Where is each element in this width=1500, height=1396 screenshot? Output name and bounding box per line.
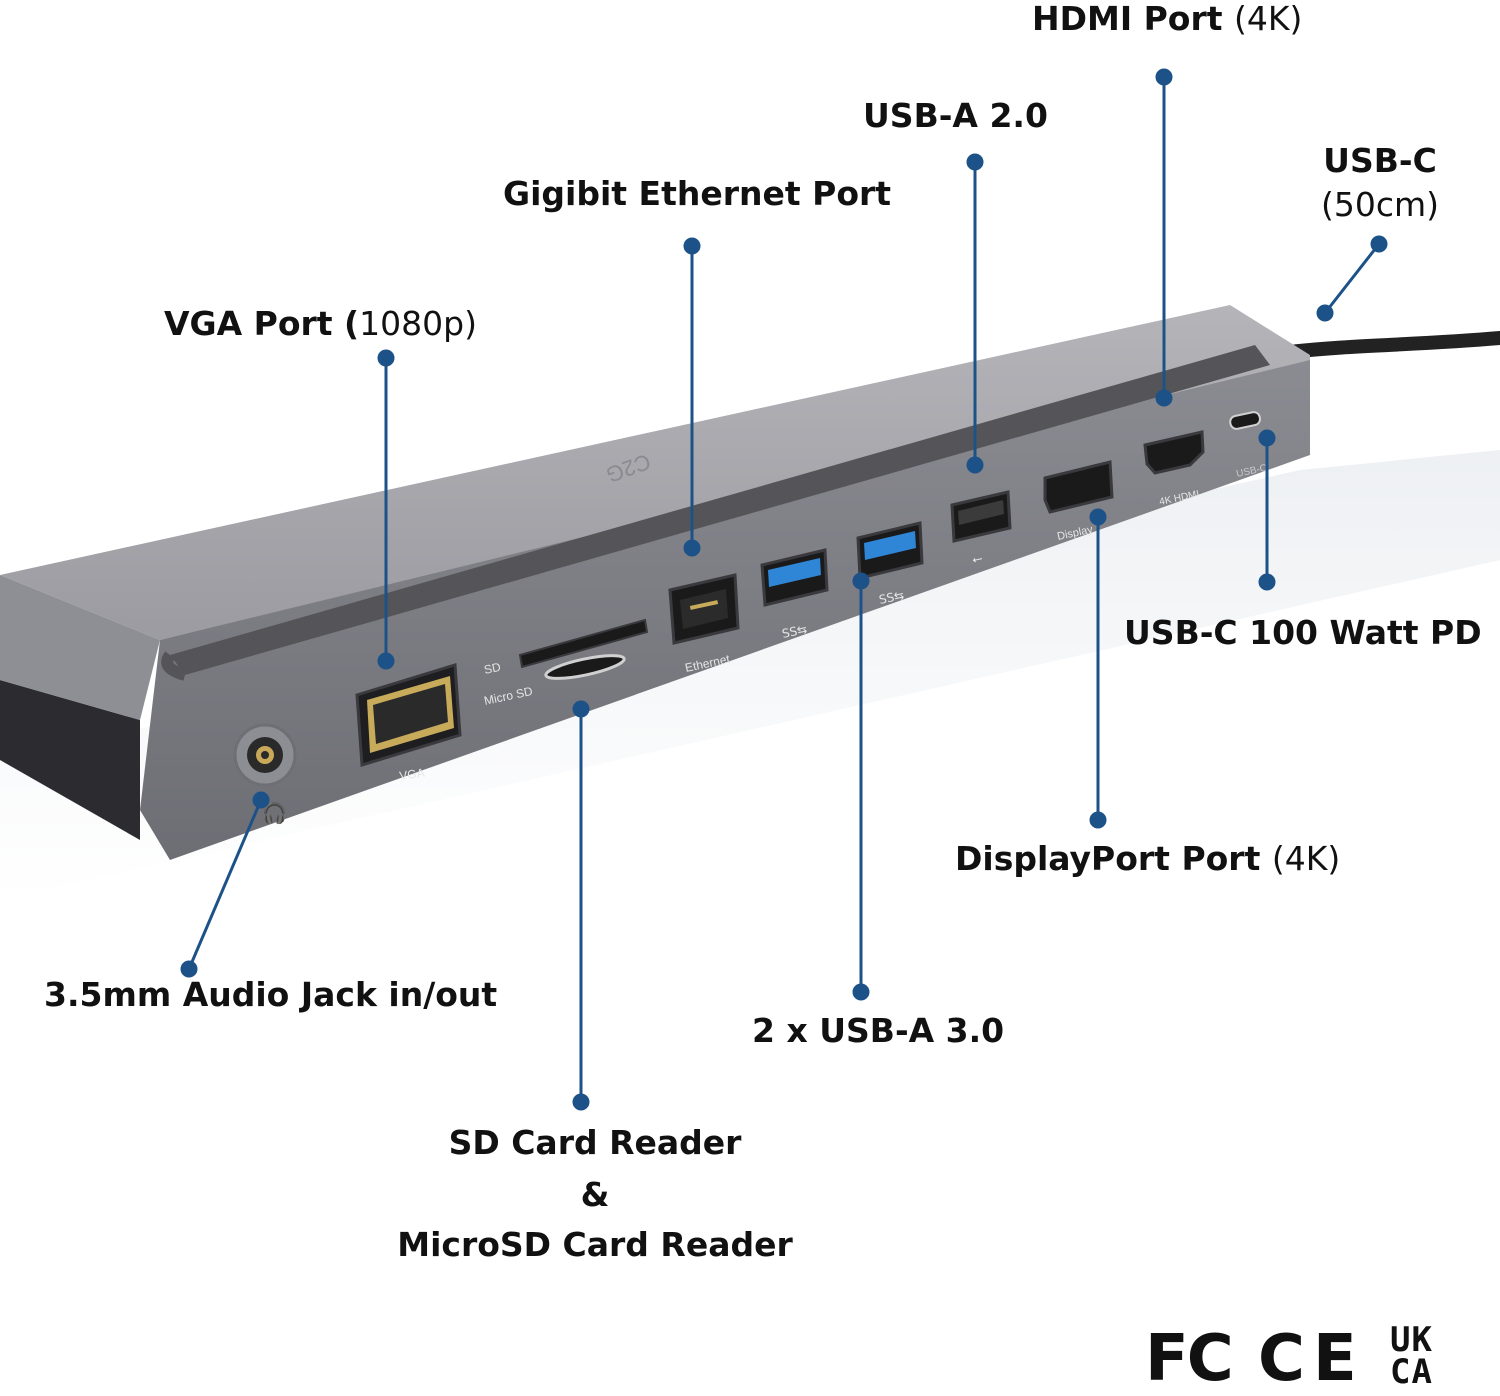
label-audio: 3.5mm Audio Jack in/out bbox=[44, 976, 497, 1014]
label-usb-c-title: USB-C bbox=[1323, 141, 1437, 180]
label-usb-a2-title: USB-A 2.0 bbox=[863, 96, 1048, 135]
label-hdmi-port: HDMI Port (4K) bbox=[1032, 0, 1302, 38]
usb-a-3-port-1 bbox=[760, 548, 829, 607]
usb-a-3-port-1-label: SS⇆ bbox=[781, 622, 809, 641]
hdmi-port bbox=[1143, 430, 1205, 475]
sd-card-slot bbox=[518, 618, 649, 669]
label-card-reader-line2: & bbox=[580, 1174, 610, 1214]
label-vga-title: VGA Port ( bbox=[164, 304, 360, 343]
dock-top-face bbox=[0, 305, 1310, 640]
vga-port-label: VGA bbox=[398, 766, 425, 783]
callout-usb-a2 bbox=[966, 153, 984, 474]
label-ethernet-title: Gigibit Ethernet Port bbox=[503, 174, 892, 213]
usb-c-port bbox=[1229, 411, 1262, 430]
label-displayport: DisplayPort Port (4K) bbox=[955, 840, 1340, 878]
label-vga: VGA Port (1080p) bbox=[164, 305, 477, 343]
label-usb-c-cable: USB-C (50cm) bbox=[1305, 142, 1455, 224]
label-usbc-pd-title: USB-C 100 Watt PD bbox=[1124, 613, 1482, 652]
callout-displayport bbox=[1089, 508, 1107, 829]
callout-usb-c-cable bbox=[1316, 235, 1388, 322]
ukca-top: UK bbox=[1390, 1320, 1433, 1360]
label-hdmi-detail: (4K) bbox=[1234, 0, 1303, 38]
callout-usb-a3 bbox=[852, 572, 870, 1001]
label-card-reader: SD Card Reader & MicroSD Card Reader bbox=[395, 1124, 795, 1264]
microsd-card-slot bbox=[544, 654, 626, 680]
usb-a-2-port bbox=[950, 490, 1012, 543]
sd-slot-label: SD bbox=[483, 660, 503, 677]
vga-port bbox=[355, 663, 462, 767]
audio-jack bbox=[233, 723, 297, 787]
callout-vga bbox=[377, 349, 395, 670]
callout-card-reader bbox=[572, 700, 590, 1111]
dock-left-top-edge bbox=[0, 575, 160, 720]
ukca-logo: UK CA bbox=[1390, 1320, 1433, 1392]
usb-a-3-port-2-label: SS⇆ bbox=[878, 588, 906, 607]
callout-audio bbox=[180, 791, 270, 978]
label-card-reader-line1: SD Card Reader bbox=[448, 1123, 742, 1162]
rubber-pad-end bbox=[161, 651, 187, 681]
ce-logo: CE bbox=[1258, 1322, 1365, 1396]
reflection bbox=[0, 450, 1500, 900]
label-displayport-title: DisplayPort Port bbox=[955, 839, 1261, 878]
ethernet-port bbox=[668, 573, 740, 645]
label-hdmi-title: HDMI Port bbox=[1032, 0, 1223, 38]
label-usb-a3: 2 x USB-A 3.0 bbox=[752, 1012, 1004, 1050]
dock-left-side bbox=[0, 680, 140, 840]
ukca-bottom: CA bbox=[1390, 1352, 1433, 1392]
callout-ethernet bbox=[683, 237, 701, 557]
usb-a-3-port-2 bbox=[856, 521, 924, 580]
callout-hdmi bbox=[1155, 68, 1173, 407]
label-usbc-pd: USB-C 100 Watt PD bbox=[1124, 614, 1482, 652]
fcc-logo: FC bbox=[1145, 1322, 1234, 1396]
label-card-reader-line3: MicroSD Card Reader bbox=[397, 1224, 793, 1264]
label-audio-title: 3.5mm Audio Jack in/out bbox=[44, 975, 498, 1014]
label-vga-detail: 1080p) bbox=[359, 304, 477, 343]
label-displayport-detail: (4K) bbox=[1271, 839, 1341, 878]
rubber-pad bbox=[170, 345, 1270, 675]
displayport-port bbox=[1043, 460, 1114, 514]
callout-usbc-pd bbox=[1258, 429, 1276, 591]
label-usb-a2: USB-A 2.0 bbox=[863, 97, 1048, 135]
usb-c-cable bbox=[1283, 331, 1500, 359]
usb-symbol: ⭠ bbox=[971, 551, 984, 568]
label-usb-c-detail: (50cm) bbox=[1320, 184, 1440, 224]
label-ethernet: Gigibit Ethernet Port bbox=[503, 175, 891, 213]
label-usb-a3-title: 2 x USB-A 3.0 bbox=[752, 1011, 1005, 1050]
